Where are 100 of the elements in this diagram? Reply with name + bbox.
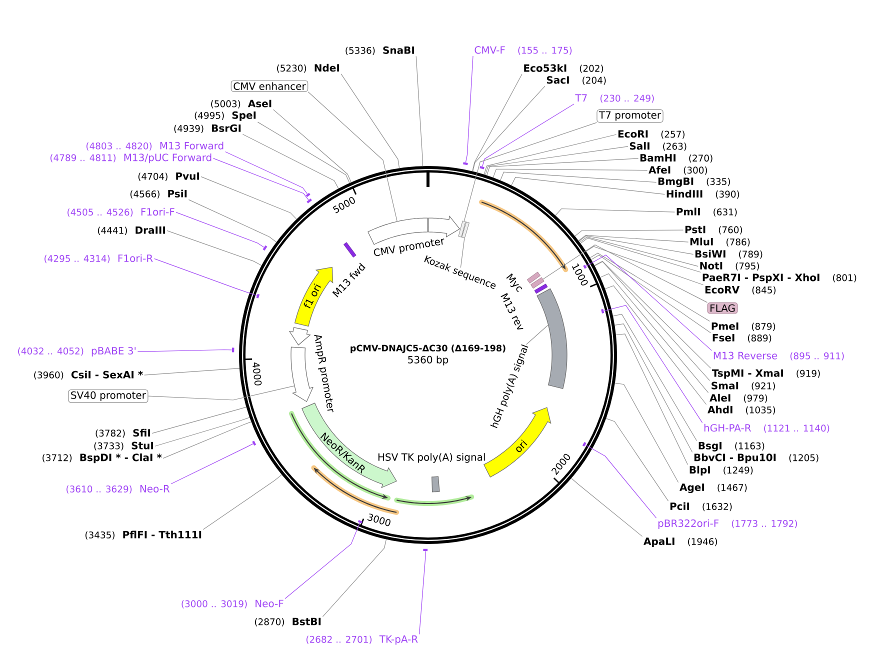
feature-mark [458, 220, 466, 238]
site-label: AgeI (1467) [680, 484, 747, 494]
site-label: AfeI (300) [648, 166, 708, 175]
leader-line [213, 158, 309, 200]
site-label: TspMI - XmaI (919) [712, 369, 820, 379]
leader-line [464, 122, 597, 222]
site-label: AhdI (1035) [708, 406, 776, 414]
primer-mark [582, 442, 586, 447]
site-label: (4566) PsiI [130, 190, 187, 198]
leader-line [137, 349, 232, 352]
label-box: CMV enhancer [230, 80, 308, 92]
site-label: SmaI (921) [712, 382, 775, 390]
leader-line [308, 92, 398, 222]
leader-line [273, 109, 352, 183]
site-label: AleI (979) [710, 394, 768, 403]
label-box: FLAG [707, 302, 738, 314]
primer-label: (4789 .. 4811) M13/pUC Forward [50, 153, 212, 164]
site-label: (2870) BstBI [255, 618, 321, 626]
leader-line [511, 177, 665, 195]
primer-label: (4295 .. 4314) F1ori-R [44, 254, 153, 264]
leader-line [586, 246, 704, 286]
leader-line [500, 172, 657, 183]
leader-line [257, 122, 350, 184]
leader-line [600, 273, 709, 393]
primer-label: hGH-PA-R (1121 .. 1140) [704, 424, 830, 433]
primer-mark [262, 245, 268, 251]
site-label: (5230) NdeI [277, 64, 339, 73]
leader-line [200, 176, 297, 220]
leader-line [162, 422, 252, 459]
site-label: (3712) BspDI * - ClaI * [42, 453, 162, 464]
feature-mark [530, 277, 544, 289]
primer-label: (4505 .. 4526) F1ori-F [68, 208, 174, 217]
leader-line [472, 74, 522, 172]
label-box: T7 promoter [596, 109, 664, 123]
site-label: PstI (760) [685, 226, 742, 234]
primer-mark [232, 348, 234, 352]
leader-line [579, 236, 698, 267]
leader-line [340, 74, 400, 168]
leader-line [542, 244, 708, 303]
site-label: HindIII (390) [666, 190, 740, 199]
leader-line [484, 134, 617, 175]
feature-mark [462, 222, 470, 238]
primer-label: pBR322ori-F (1773 .. 1792) [658, 519, 797, 529]
site-label: EcoRI (257) [618, 130, 684, 139]
primer-mark [306, 198, 312, 204]
site-label: (3733) StuI [94, 442, 153, 450]
primer-label: M13 Reverse (895 .. 911) [714, 352, 844, 360]
leader-line [154, 258, 257, 296]
primer-mark [601, 308, 604, 314]
leader-line [225, 151, 308, 194]
site-label: (5336) SnaBI [346, 46, 414, 56]
leader-line [485, 146, 628, 176]
primer-mark [583, 264, 587, 269]
leader-line [614, 323, 693, 453]
leader-line [492, 168, 648, 178]
leader-line [465, 56, 474, 163]
site-label: Eco53kI (202) [524, 64, 604, 73]
leader-line [574, 230, 684, 236]
tick-label: 4000 [252, 362, 262, 386]
leader-line [590, 254, 711, 334]
leader-line [486, 158, 639, 176]
leader-line [170, 444, 254, 484]
site-label: NotI (795) [700, 262, 759, 271]
tick-label: 1000 [572, 263, 588, 286]
site-label: (3960) CsiI - SexAI * [34, 370, 143, 380]
leader-line [616, 334, 688, 465]
primer-mark [306, 192, 310, 198]
leader-line [614, 382, 679, 483]
site-label: FseI (889) [712, 334, 772, 343]
primer-mark [463, 162, 468, 166]
site-label: (5003) AseI [211, 100, 272, 108]
site-label: (4995) SpeI [194, 111, 256, 121]
leader-line [585, 444, 657, 518]
primer-mark [252, 440, 256, 446]
node-label: M13 rev [500, 293, 524, 330]
leader-line [166, 230, 262, 266]
node-label: CMV promoter [374, 238, 444, 256]
leader-line [284, 522, 360, 599]
leader-line [460, 238, 465, 268]
primer-label: (3000 .. 3019) Neo-F [182, 600, 284, 608]
leader-line [555, 208, 675, 216]
primer-label: (4032 .. 4052) pBABE 3' [18, 346, 136, 356]
leader-line [590, 252, 710, 322]
primer-label: (2682 .. 2701) TK-pA-R [306, 635, 418, 645]
leader-line [242, 134, 339, 189]
leader-line [176, 212, 264, 248]
leader-line [416, 56, 423, 166]
label-box: SV40 promoter [68, 389, 148, 403]
leader-line [472, 86, 546, 172]
site-label: BsgI (1163) [698, 442, 764, 452]
site-label: (4704) PvuI [138, 172, 199, 181]
primer-label: T7 (230 .. 249) [575, 94, 654, 103]
site-label: PmeI (879) [712, 322, 776, 331]
site-label: ApaLI (1946) [644, 538, 718, 547]
primer-mark [480, 166, 484, 170]
site-label: PciI (1632) [670, 502, 732, 512]
leader-line [202, 474, 282, 530]
leader-line [322, 539, 387, 617]
site-label: SalI (263) [630, 142, 686, 151]
primer-mark [423, 548, 428, 552]
